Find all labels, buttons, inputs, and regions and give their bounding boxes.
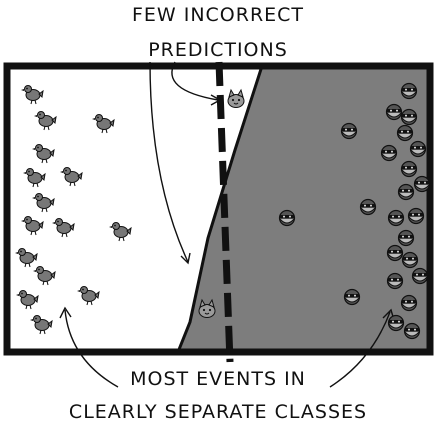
burglar-icon [413, 175, 431, 193]
burglar-icon [386, 272, 404, 290]
burglar-icon [400, 108, 418, 126]
burglar-icon [397, 183, 415, 201]
burglar-icon [278, 209, 296, 227]
burglar-icon [386, 244, 404, 262]
burglar-icon [397, 229, 415, 247]
arrow-to-cat [171, 61, 222, 106]
caption-top-line1: FEW INCORRECT [131, 4, 305, 26]
burglar-icon [396, 124, 414, 142]
arrow-to-boundary [149, 61, 191, 265]
arrow-to-birds [59, 306, 119, 388]
burglar-icon [407, 207, 425, 225]
caption-bottom-line1: MOST EVENTS IN [130, 368, 306, 390]
burglar-icon [400, 82, 418, 100]
burglar-icon [340, 122, 358, 140]
decision-threshold-line [215, 61, 234, 363]
caption-top-line2: PREDICTIONS [148, 39, 288, 61]
burglar-icon [400, 294, 418, 312]
burglar-icon [380, 144, 398, 162]
burglar-icon [343, 288, 361, 306]
burglar-icon [400, 160, 418, 178]
burglar-icon [409, 140, 427, 158]
burglar-icon [387, 314, 405, 332]
burglar-icon [401, 251, 419, 269]
burglar-icon [411, 267, 429, 285]
burglar-icon [403, 322, 421, 340]
burglar-icon [387, 209, 405, 227]
burglar-icon [385, 103, 403, 121]
panel-right-region [178, 66, 429, 352]
burglar-icon [359, 198, 377, 216]
caption-bottom-line2: CLEARLY SEPARATE CLASSES [68, 401, 368, 423]
class-boundary-curve [176, 65, 264, 353]
